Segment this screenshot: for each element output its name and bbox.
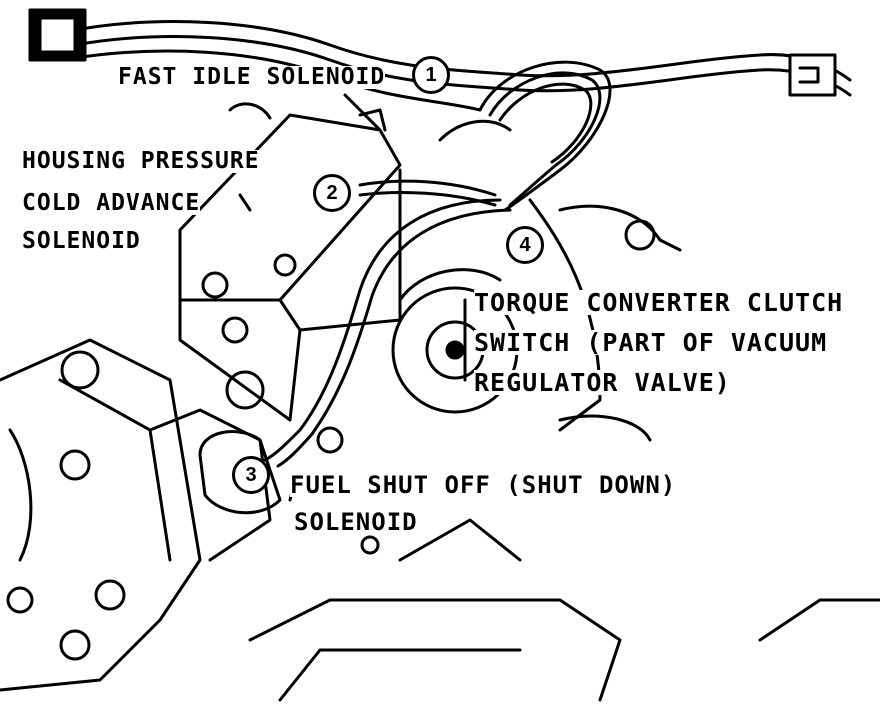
- connector-left: [28, 8, 87, 62]
- housing-pressure-label-line2: COLD ADVANCE: [22, 190, 201, 216]
- fuel-shutoff-label-line1: FUEL SHUT OFF (SHUT DOWN): [290, 471, 677, 499]
- callout-1: 1: [412, 56, 450, 94]
- pump-housing: [178, 102, 402, 422]
- callout-3: 3: [232, 456, 270, 494]
- engine-block-lower: [248, 414, 880, 702]
- wire-to-fuel-solenoid: [263, 198, 512, 468]
- fuel-shutoff-label-line2: SOLENOID: [294, 508, 418, 536]
- fuel-shutoff-body: [198, 426, 344, 515]
- tcc-switch-label-line3: REGULATOR VALVE): [474, 368, 731, 397]
- tcc-switch-label-line2: SWITCH (PART OF VACUUM: [474, 328, 828, 357]
- injection-pump-head: [0, 338, 272, 692]
- connector-right: [788, 53, 837, 97]
- tcc-switch-label-line1: TORQUE CONVERTER CLUTCH: [474, 288, 844, 317]
- leader-lines: [238, 93, 467, 502]
- housing-pressure-label-line3: SOLENOID: [22, 228, 141, 254]
- wire-to-item-2: [358, 179, 497, 207]
- wire-loops: [438, 60, 612, 212]
- callout-4: 4: [506, 226, 544, 264]
- housing-pressure-label-line1: HOUSING PRESSURE: [22, 148, 260, 174]
- callout-2: 2: [313, 174, 351, 212]
- fast-idle-solenoid-label: FAST IDLE SOLENOID: [118, 64, 386, 90]
